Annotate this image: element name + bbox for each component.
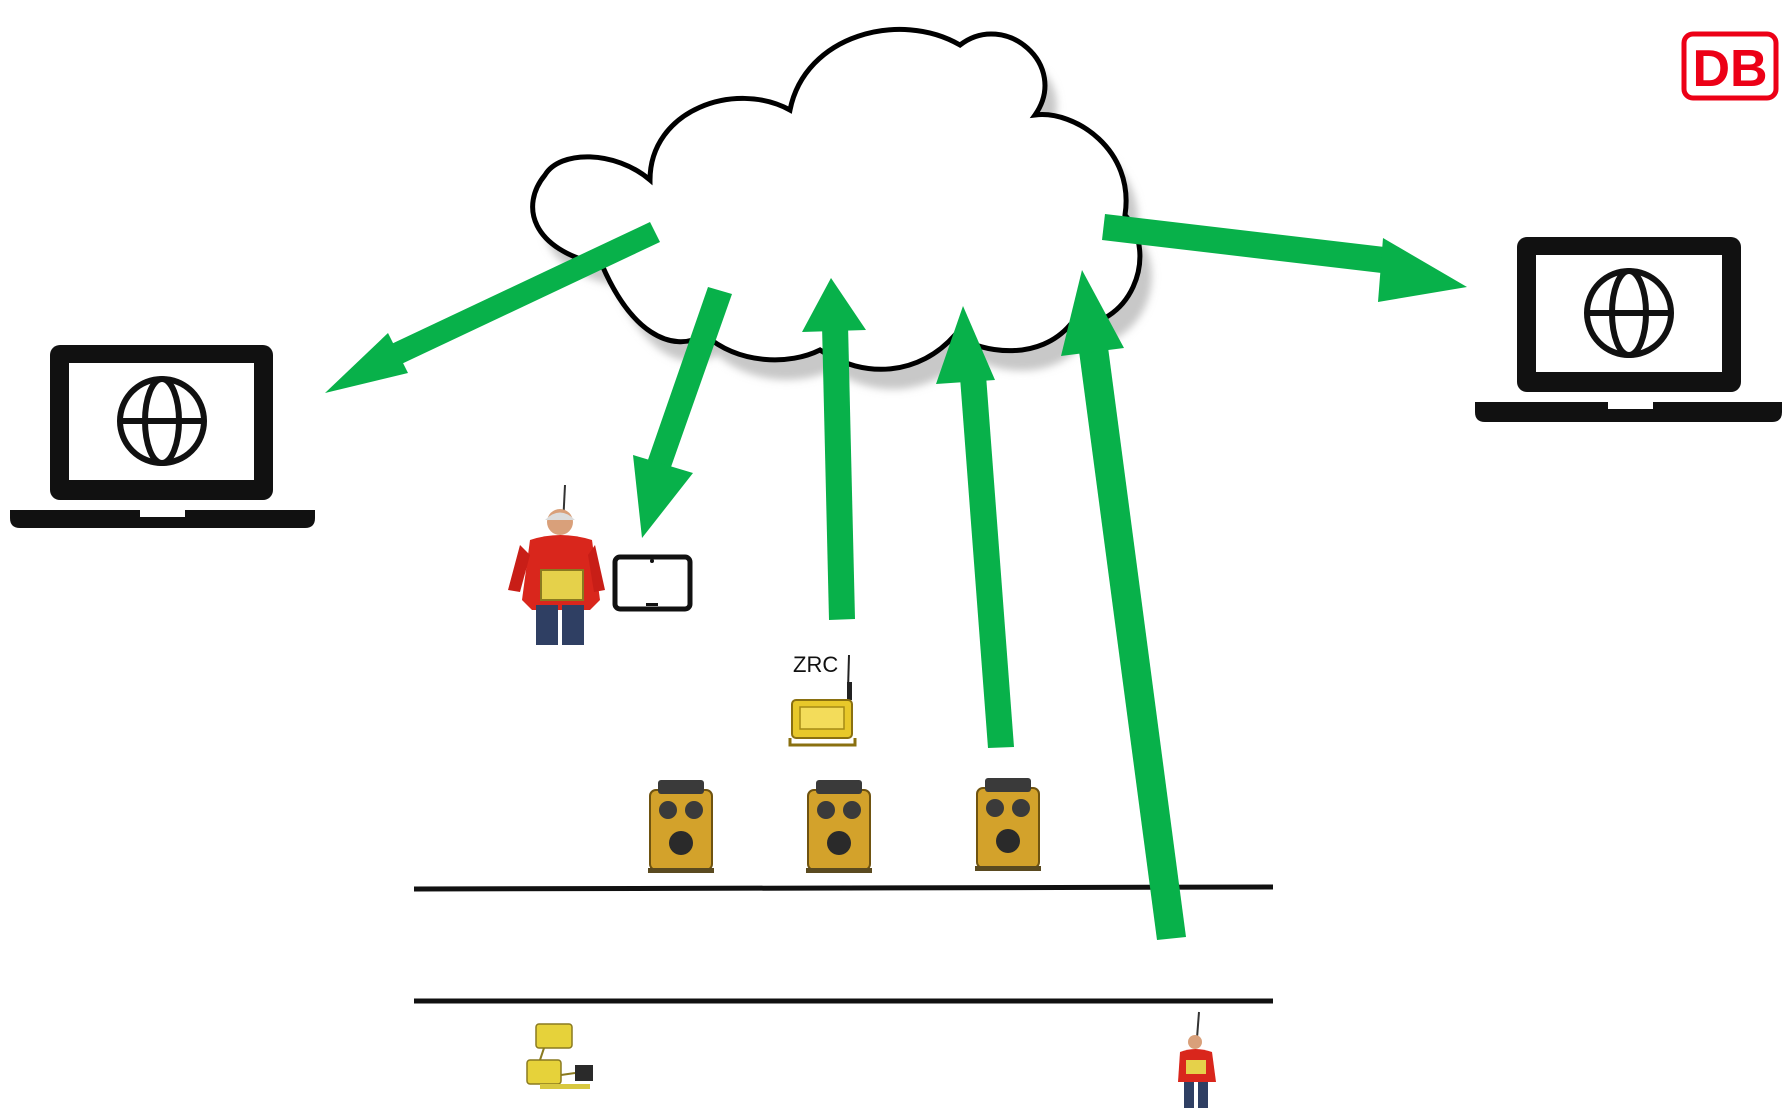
tablet-icon [612, 554, 693, 612]
warning-unit-3 [975, 778, 1041, 871]
warning-unit-1 [648, 780, 714, 873]
globe-icon [1584, 268, 1674, 358]
arrow-zrc-to-cloud [802, 278, 866, 620]
arrow-warning-unit-to-cloud [936, 306, 1014, 748]
zrc-unit: ZRC [788, 652, 857, 747]
lineside-equipment [526, 1023, 593, 1089]
arrow-trackside-worker-to-cloud [1061, 270, 1186, 940]
warning-unit-2 [806, 780, 872, 873]
arrow-cloud-to-laptop-left [325, 222, 660, 393]
track-rail-upper [413, 884, 1274, 892]
arrow-cloud-to-tablet [633, 287, 732, 538]
worker-trackside [1178, 1011, 1216, 1108]
cloud [530, 26, 1152, 390]
db-logo-text: DB [1692, 40, 1767, 98]
globe-icon [117, 376, 207, 466]
laptop-right [1475, 237, 1782, 422]
zrc-label: ZRC [793, 652, 838, 677]
db-logo: DB [1681, 31, 1779, 101]
arrow-cloud-to-laptop-right [1102, 214, 1467, 302]
connection-arrows [325, 214, 1467, 940]
worker-with-tablet [508, 484, 693, 645]
laptop-left [10, 345, 315, 528]
